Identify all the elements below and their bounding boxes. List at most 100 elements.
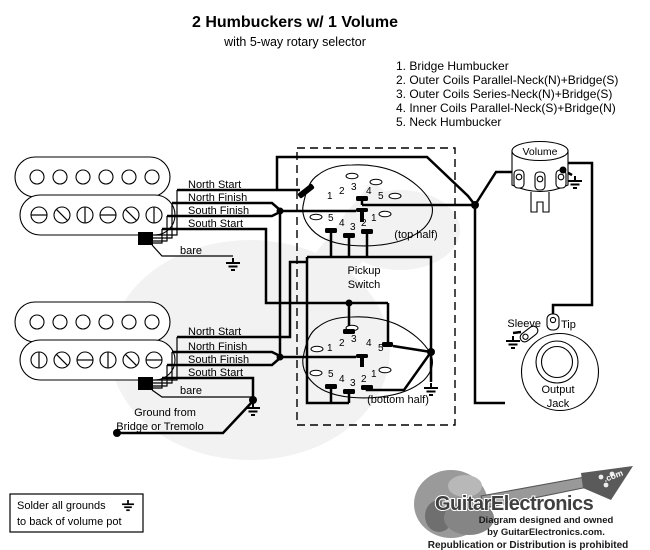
top-pickup xyxy=(14,156,233,257)
credit-line2: by GuitarElectronics.com. xyxy=(487,527,605,538)
footer-logo: GuitarElectronics .com Diagram designed … xyxy=(414,466,633,550)
wire-north-finish-bottom xyxy=(172,350,281,358)
bottom-pickup-south-coil xyxy=(19,339,176,381)
wire-south-start-bottom xyxy=(162,376,255,399)
switch-terminal-number: 2 xyxy=(361,218,367,229)
switch-dashed-boundary xyxy=(296,147,456,426)
output-jack: Sleeve Tip Output Jack xyxy=(505,313,600,412)
wire-output-rail xyxy=(473,205,505,405)
volume-label: Volume xyxy=(522,146,557,158)
switch-body-outline xyxy=(302,164,433,247)
switch-terminal-number: 3 xyxy=(350,378,356,389)
legend-box: Solder all grounds to back of volume pot xyxy=(9,493,144,533)
switch-terminal-number: 1 xyxy=(327,343,333,354)
wire-label-bare: bare xyxy=(180,385,202,397)
wire-to-volume-input xyxy=(473,170,516,206)
wire-south-finish-bottom xyxy=(167,357,281,367)
switch-terminal-number: 3 xyxy=(350,222,356,233)
wire-north-start-bottom xyxy=(177,260,307,339)
credit-line1: Diagram designed and owned xyxy=(479,515,614,526)
position-item: 3. Outer Coils Series-Neck(N)+Bridge(S) xyxy=(396,87,612,101)
switch-terminal-number: 5 xyxy=(378,343,384,354)
pickup-switch-label-2: Switch xyxy=(348,279,380,291)
switch-terminal-number: 4 xyxy=(366,338,372,349)
position-item: 2. Outer Coils Parallel-Neck(N)+Bridge(S… xyxy=(396,73,618,87)
switch-terminal-number: 4 xyxy=(366,186,372,197)
switch-terminal-number: 1 xyxy=(327,191,333,202)
bottom-pickup-screw-poles xyxy=(30,351,163,369)
wire-label-south-finish: South Finish xyxy=(188,205,249,217)
wire-label-south-finish: South Finish xyxy=(188,354,249,366)
top-half-caption: (top half) xyxy=(394,229,437,241)
switch-terminal-number: 1 xyxy=(371,369,377,380)
wire-label-north-finish: North Finish xyxy=(188,192,247,204)
switch-terminal-number: 2 xyxy=(339,338,345,349)
rotary-switch-top-half: 1 2 3 4 5 5 4 3 2 1 (top half) xyxy=(297,164,438,247)
wire-label-north-start: North Start xyxy=(188,326,241,338)
switch-terminal-number: 4 xyxy=(339,218,345,229)
switch-terminal-number: 3 xyxy=(351,182,357,193)
pot-top xyxy=(511,140,569,162)
bottom-half-caption: (bottom half) xyxy=(367,394,429,406)
wire-label-north-start: North Start xyxy=(188,179,241,191)
position-item: 5. Neck Humbucker xyxy=(396,115,501,129)
output-jack-label-1: Output xyxy=(541,384,574,396)
wiring xyxy=(117,155,594,435)
junction-dots xyxy=(113,201,479,437)
sleeve-label: Sleeve xyxy=(507,318,541,330)
sleeve-lug xyxy=(519,325,539,343)
wire-label-bare: bare xyxy=(180,245,202,257)
switch-terminal-number: 5 xyxy=(378,191,384,202)
top-pickup-wire-labels: North Start North Finish South Finish So… xyxy=(180,179,249,257)
wire-sleeve-ground xyxy=(512,330,522,335)
top-pickup-pole-pieces xyxy=(29,169,160,185)
output-jack-label-2: Jack xyxy=(547,398,570,410)
legend-line1: Solder all grounds xyxy=(17,500,106,512)
switch-terminal-number: 1 xyxy=(371,213,377,224)
wire-south-finish-top xyxy=(167,210,281,218)
pickup-switch-label-1: Pickup xyxy=(347,265,380,277)
wire-north-start-top xyxy=(177,155,476,206)
switch-terminal-number: 2 xyxy=(339,186,345,197)
wire-label-south-start: South Start xyxy=(188,367,243,379)
pot-lugs xyxy=(513,169,567,191)
switch-terminal-number: 4 xyxy=(339,374,345,385)
switch-terminal-number: 5 xyxy=(328,369,334,380)
wire-bridge-ground xyxy=(117,400,254,435)
top-pickup-lead-fan xyxy=(151,190,233,257)
copyright-notice: Republication or Distribution is prohibi… xyxy=(428,540,629,550)
switch-terminal-number: 2 xyxy=(361,374,367,385)
jack-hole xyxy=(540,345,574,379)
top-pickup-cable-connector xyxy=(138,232,153,245)
switch-terminal-number: 3 xyxy=(351,334,357,345)
page-subtitle: with 5-way rotary selector xyxy=(223,35,366,49)
wire-bottomhalf-lug-stubs xyxy=(329,389,351,403)
tip-label: Tip xyxy=(561,319,576,331)
wire-label-north-finish: North Finish xyxy=(188,341,247,353)
bottom-pickup-pole-pieces xyxy=(29,314,160,330)
solder-joint xyxy=(559,166,567,174)
guitar-graphic xyxy=(414,466,633,538)
ground-symbol xyxy=(505,335,521,349)
jack-barrel xyxy=(535,340,579,384)
switch-terminal-number: 5 xyxy=(328,213,334,224)
position-item: 1. Bridge Humbucker xyxy=(396,59,509,73)
ground-note-line1: Ground from xyxy=(134,407,196,419)
ground-symbol xyxy=(567,175,583,189)
top-pickup-screw-poles xyxy=(30,206,163,224)
bottom-pickup-cable-connector xyxy=(138,377,153,390)
bottom-pickup xyxy=(14,301,254,399)
legend-line2: to back of volume pot xyxy=(17,516,122,528)
switch-lug xyxy=(297,183,315,199)
ground-note-line2: Bridge or Tremolo xyxy=(116,421,203,433)
pot-body xyxy=(511,150,569,193)
position-item: 4. Inner Coils Parallel-Neck(S)+Bridge(N… xyxy=(396,101,616,115)
position-list: 1. Bridge Humbucker 2. Outer Coils Paral… xyxy=(396,59,618,129)
brand-text: GuitarElectronics xyxy=(435,493,594,515)
volume-pot: Volume xyxy=(511,140,583,213)
wire-north-finish-top xyxy=(172,201,281,211)
pot-mounting-bracket xyxy=(530,192,550,213)
wire-label-south-start: South Start xyxy=(188,218,243,230)
bottom-pickup-wire-labels: North Start North Finish South Finish So… xyxy=(116,326,249,433)
